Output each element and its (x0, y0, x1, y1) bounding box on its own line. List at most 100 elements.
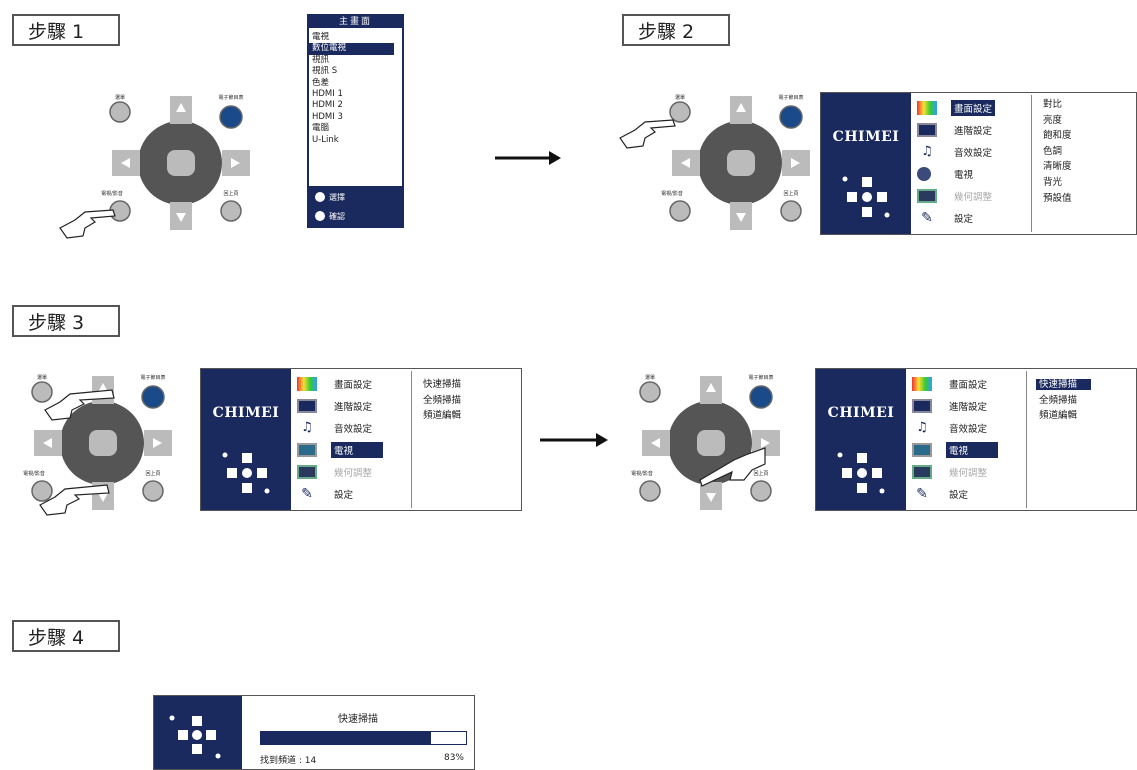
input-button[interactable] (31, 480, 53, 502)
back-button[interactable] (142, 480, 164, 502)
submenu-item[interactable]: 對比 (1043, 99, 1063, 110)
menu-advanced[interactable]: 進階設定 (954, 126, 993, 137)
dpad-guide-icon (842, 176, 890, 218)
submenu-item[interactable]: 清晰度 (1043, 161, 1072, 173)
arrow-right-icon (540, 433, 608, 447)
wrench-icon: ✎ (301, 486, 313, 502)
footer-confirm-label: 確認 (329, 211, 345, 221)
right-arrow-icon (153, 438, 162, 448)
enter-button[interactable] (89, 430, 117, 456)
submenu-item[interactable]: 色調 (1043, 145, 1063, 157)
wrench-icon: ✎ (921, 210, 933, 226)
menu-settings[interactable]: 設定 (949, 490, 969, 501)
menu-tv[interactable]: 電視 (946, 442, 999, 458)
back-label: 回上頁 (145, 470, 160, 477)
submenu-item[interactable]: 快速掃描 (423, 379, 462, 390)
channels-found: 找到頻道 : 14 (260, 756, 317, 766)
enter-button[interactable] (727, 150, 755, 176)
enter-button[interactable] (167, 150, 195, 176)
menu-picture[interactable]: 畫面設定 (334, 380, 373, 391)
right-arrow-icon (761, 438, 770, 448)
step-2-label: 步驟 2 (622, 14, 730, 46)
epg-label: 電子節目表 (748, 374, 773, 381)
brand-logo: CHIMEI (212, 405, 280, 421)
osd-menu: CHIMEI 畫面設定 進階設定 ♫音效設定 電視 幾何調整 ✎設定 快速掃描 … (815, 368, 1137, 511)
source-item[interactable]: 色差 (312, 77, 330, 88)
scan-progress-fill (261, 732, 432, 744)
picture-icon (912, 377, 932, 391)
submenu-item-selected[interactable]: 快速掃描 (1036, 379, 1092, 390)
submenu-item[interactable]: 頻道編輯 (423, 410, 462, 422)
menu-geometry: 幾何調整 (334, 468, 373, 479)
source-menu-footer: 選擇 確認 (309, 186, 402, 226)
menu-settings[interactable]: 設定 (954, 214, 974, 225)
tv-submenu: 快速掃描 全頻掃描 頻道編輯 (1036, 377, 1092, 424)
dpad-guide-icon (222, 452, 270, 494)
confirm-icon (315, 211, 325, 221)
menu-advanced[interactable]: 進階設定 (949, 402, 988, 413)
up-arrow-icon (98, 383, 108, 392)
epg-button[interactable] (749, 385, 773, 409)
menu-audio[interactable]: 音效設定 (334, 424, 373, 435)
source-item[interactable]: 電視 (312, 32, 330, 42)
source-item[interactable]: U-Link (312, 134, 339, 145)
down-arrow-icon (736, 213, 746, 222)
back-button[interactable] (220, 200, 242, 222)
left-arrow-icon (121, 158, 130, 168)
dpad-guide-icon (837, 452, 885, 494)
step-3-label: 步驟 3 (12, 305, 120, 337)
menu-button[interactable] (669, 101, 691, 123)
geometry-icon (912, 465, 932, 479)
source-item[interactable]: HDMI 2 (312, 100, 343, 111)
pointing-hand-icon (699, 447, 766, 487)
submenu-item[interactable]: 亮度 (1043, 114, 1063, 126)
submenu-item[interactable]: 頻道編輯 (1039, 410, 1078, 422)
menu-audio[interactable]: 音效設定 (954, 148, 993, 159)
submenu-item[interactable]: 背光 (1043, 176, 1063, 188)
menu-tv[interactable]: 電視 (954, 170, 974, 181)
right-arrow-icon (231, 158, 240, 168)
epg-label: 電子節目表 (140, 374, 165, 381)
source-item[interactable]: 視訊 (312, 54, 330, 65)
back-button[interactable] (750, 480, 772, 502)
menu-picture[interactable]: 畫面設定 (949, 380, 988, 391)
epg-button[interactable] (779, 105, 803, 129)
menu-settings[interactable]: 設定 (334, 490, 354, 501)
back-label: 回上頁 (223, 190, 238, 197)
select-icon (315, 192, 325, 202)
advanced-icon (912, 399, 932, 413)
input-button[interactable] (639, 480, 661, 502)
menu-picture[interactable]: 畫面設定 (951, 100, 996, 116)
epg-label: 電子節目表 (218, 94, 243, 101)
source-item[interactable]: 電腦 (312, 123, 330, 134)
source-item[interactable]: HDMI 1 (312, 88, 343, 99)
picture-icon (917, 101, 937, 115)
source-item[interactable]: 視訊 S (312, 66, 338, 77)
scan-percent: 83% (443, 753, 464, 763)
menu-button[interactable] (109, 101, 131, 123)
advanced-icon (297, 399, 317, 413)
menu-label: 選單 (115, 94, 125, 101)
submenu-item[interactable]: 全頻掃描 (1039, 394, 1078, 406)
epg-button[interactable] (141, 385, 165, 409)
tv-satellite-icon (917, 167, 931, 181)
submenu-item[interactable]: 飽和度 (1043, 130, 1072, 142)
menu-button[interactable] (31, 381, 53, 403)
submenu-item[interactable]: 全頻掃描 (423, 394, 462, 406)
osd-divider (1031, 95, 1032, 232)
source-item-selected[interactable]: 數位電視 (309, 43, 394, 55)
source-item[interactable]: HDMI 3 (312, 111, 343, 122)
back-button[interactable] (780, 200, 802, 222)
menu-button[interactable] (639, 381, 661, 403)
tv-icon (912, 443, 932, 457)
menu-tv[interactable]: 電視 (331, 442, 384, 458)
down-arrow-icon (98, 493, 108, 502)
enter-button[interactable] (697, 430, 725, 456)
input-label: 電視/影音 (23, 470, 45, 477)
tv-submenu: 快速掃描 全頻掃描 頻道編輯 (423, 377, 461, 424)
submenu-item[interactable]: 預設值 (1043, 192, 1072, 204)
menu-audio[interactable]: 音效設定 (949, 424, 988, 435)
epg-button[interactable] (219, 105, 243, 129)
menu-advanced[interactable]: 進階設定 (334, 402, 373, 413)
input-button[interactable] (669, 200, 691, 222)
